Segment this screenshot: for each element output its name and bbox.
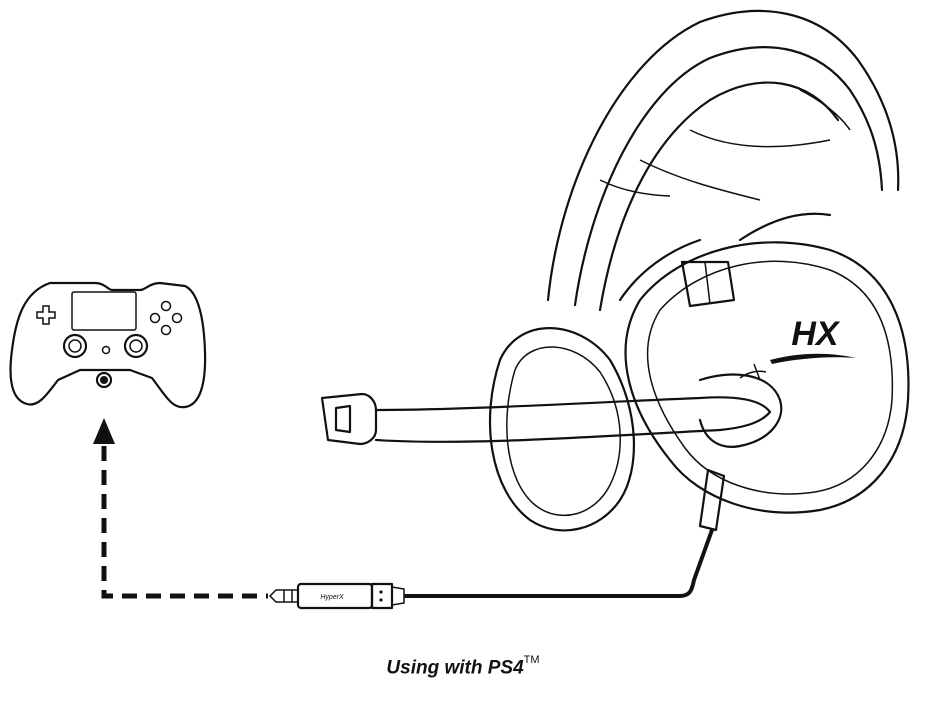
headset-icon: HX <box>320 9 910 532</box>
headset-logo-label: HX <box>791 315 841 353</box>
gamepad-icon <box>9 281 207 409</box>
trademark-symbol: TM <box>523 654 540 666</box>
audio-plug-icon: HyperX <box>268 582 405 610</box>
plug-brand-label: HyperX <box>320 594 344 601</box>
arrow-up-icon <box>93 418 115 444</box>
diagram-caption: Using with PS4TM <box>0 654 926 679</box>
caption-text: Using with PS4 <box>386 657 524 679</box>
headset-cable <box>404 529 714 598</box>
connection-dashed-line <box>101 446 268 599</box>
